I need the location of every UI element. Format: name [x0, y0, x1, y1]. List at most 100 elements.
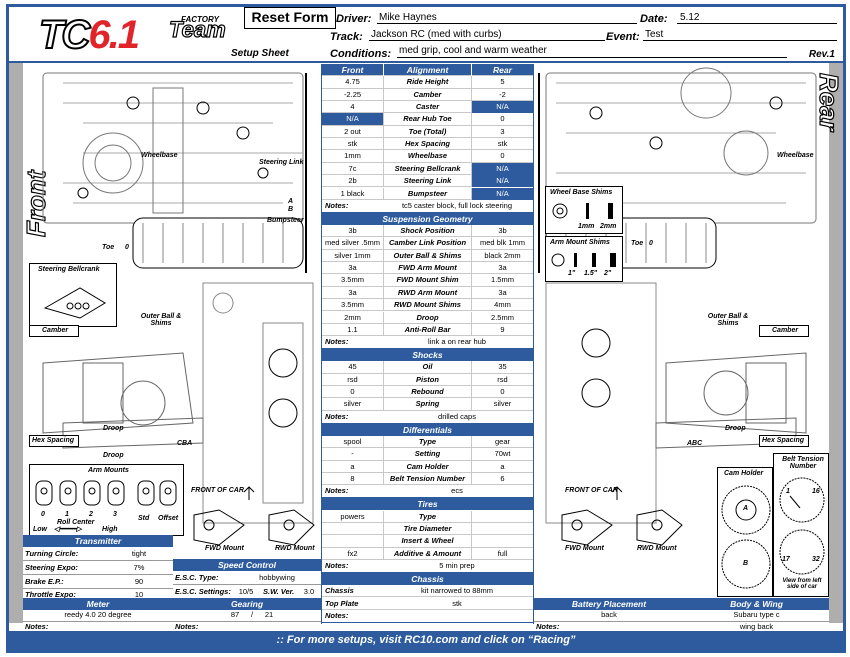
front-value-field[interactable]: fx2	[347, 548, 358, 558]
front-value-field[interactable]: 3a	[348, 263, 357, 273]
divider	[23, 588, 173, 589]
front-value-field[interactable]: N/A	[322, 113, 383, 126]
notes-field[interactable]: link a on rear hub	[428, 337, 486, 347]
rear-value-field[interactable]: 3	[500, 126, 505, 136]
arm-mount-0: 0	[41, 511, 45, 518]
front-value-field[interactable]: 4	[350, 102, 355, 112]
rear-value-field[interactable]: N/A	[472, 162, 533, 175]
rear-value-field[interactable]: 9	[500, 324, 505, 334]
rear-value-field[interactable]: 0	[500, 114, 505, 124]
spur-field[interactable]: 21	[264, 610, 274, 619]
front-value-field[interactable]: 1.1	[347, 324, 358, 334]
front-value-field[interactable]: 2mm	[344, 312, 361, 322]
notes-field[interactable]: tc5 caster block, full lock steering	[401, 200, 513, 210]
rear-value-field[interactable]: -2	[499, 89, 506, 99]
rear-value-field[interactable]: 6	[500, 474, 505, 484]
turning-circle-field[interactable]: tight	[131, 549, 147, 558]
front-value-field[interactable]: rsd	[347, 374, 358, 384]
esc-type-field[interactable]: hobbywing	[259, 573, 295, 582]
driver-field[interactable]: Mike Haynes	[379, 12, 437, 23]
front-value-field[interactable]: silver	[343, 399, 362, 409]
conditions-field[interactable]: med grip, cool and warm weather	[399, 45, 547, 56]
rear-value-field[interactable]: 4mm	[494, 300, 511, 310]
rear-value-field[interactable]: 70wt	[494, 449, 511, 459]
body-field[interactable]: Subaru type c	[733, 610, 780, 619]
rear-value-field[interactable]: N/A	[472, 101, 533, 114]
rear-value-field[interactable]: a	[500, 461, 505, 471]
driver-underline	[377, 23, 637, 24]
front-value-field[interactable]: 2b	[348, 176, 357, 186]
chassis-row-field[interactable]: kit narrowed to 88mm	[420, 586, 494, 596]
throttle-expo-field[interactable]: 10	[134, 590, 144, 599]
front-value-field[interactable]: silver 1mm	[334, 250, 371, 260]
front-value-field[interactable]: 0	[350, 387, 355, 397]
rear-value-field[interactable]: 0	[500, 387, 505, 397]
rear-value-field[interactable]: 2.5mm	[491, 312, 514, 322]
rear-value-field[interactable]: 3a	[498, 287, 507, 297]
sw-version-field[interactable]: 3.0	[303, 587, 315, 596]
rear-value-field[interactable]: N/A	[472, 187, 533, 200]
wing-field[interactable]: wing back	[739, 622, 774, 631]
rear-value-field[interactable]: 3b	[498, 226, 507, 236]
rear-value-field[interactable]: full	[497, 548, 508, 558]
front-value-field[interactable]: 2 out	[344, 126, 361, 136]
belt-17-label: 17	[782, 556, 790, 563]
rear-value-field[interactable]: 5	[500, 77, 505, 87]
front-value-field[interactable]: -	[351, 449, 354, 459]
front-value-field[interactable]: 1 black	[340, 188, 365, 198]
battery-placement-title: Battery Placement	[534, 598, 684, 610]
front-value-field[interactable]: 3a	[348, 287, 357, 297]
front-value-field[interactable]: spool	[343, 437, 362, 446]
track-field[interactable]: Jackson RC (med with curbs)	[371, 29, 502, 40]
front-value-field[interactable]: stk	[347, 139, 358, 149]
event-field[interactable]: Test	[645, 29, 664, 40]
rear-value-field[interactable]: black 2mm	[484, 250, 521, 260]
front-value-field[interactable]: 7c	[348, 163, 357, 173]
front-value-field[interactable]: 8	[350, 474, 355, 484]
rear-value-field[interactable]: stk	[497, 139, 508, 149]
front-value-field[interactable]: powers	[340, 511, 365, 521]
view-from-left-label: View from left side of car	[782, 578, 822, 590]
front-value-field[interactable]: med silver .5mm	[324, 238, 380, 248]
rear-value-field[interactable]: 1.5mm	[491, 275, 514, 285]
rear-value-field[interactable]: med blk 1mm	[479, 238, 525, 248]
front-value-field[interactable]: 3b	[348, 226, 357, 236]
notes-field[interactable]: ecs	[451, 486, 463, 496]
front-value-field[interactable]: 45	[348, 362, 357, 372]
front-value-field[interactable]: a	[350, 461, 355, 471]
reset-form-button[interactable]: Reset Form	[244, 7, 336, 29]
notes-field[interactable]: 5 min prep	[439, 561, 475, 570]
pinion-field[interactable]: 87	[230, 610, 240, 619]
steering-expo-field[interactable]: 7%	[133, 563, 145, 572]
notes-field[interactable]: drilled caps	[438, 411, 476, 421]
front-value-field[interactable]: 3.5mm	[341, 300, 364, 310]
rear-value-field[interactable]: gear	[494, 437, 510, 446]
front-value-field[interactable]: -2.25	[343, 89, 362, 99]
rear-value-field[interactable]: silver	[493, 399, 512, 409]
rear-value-field[interactable]: 3a	[498, 263, 507, 273]
front-value-field[interactable]: 3.5mm	[341, 275, 364, 285]
notes-row: Notes:tc5 caster block, full lock steeri…	[322, 200, 533, 213]
droop-label-front: Droop	[103, 425, 124, 432]
front-value-field[interactable]: 1mm	[344, 151, 361, 161]
brake-ep-field[interactable]: 90	[134, 577, 144, 586]
meter-field[interactable]: reedy 4.0 20 degree	[64, 610, 132, 619]
arm-mount-1: 1	[65, 511, 69, 518]
rear-value-field[interactable]: 35	[498, 362, 507, 372]
rear-value-field[interactable]: rsd	[497, 374, 508, 384]
esc-settings-field[interactable]: 10/5	[238, 587, 254, 596]
chassis-row-field[interactable]: stk	[452, 598, 462, 608]
date-field[interactable]: 5.12	[680, 12, 700, 23]
rear-value-field[interactable]: 0	[500, 151, 505, 161]
front-value-field[interactable]: 4.75	[345, 77, 360, 87]
row-label: Belt Tension Number	[383, 473, 472, 486]
rear-value-field[interactable]: N/A	[472, 175, 533, 188]
battery-placement-field[interactable]: back	[601, 610, 617, 619]
front-of-car-diagram-right	[561, 486, 683, 546]
shim-2mm-label: 2mm	[600, 223, 617, 230]
high-label: High	[102, 526, 118, 533]
